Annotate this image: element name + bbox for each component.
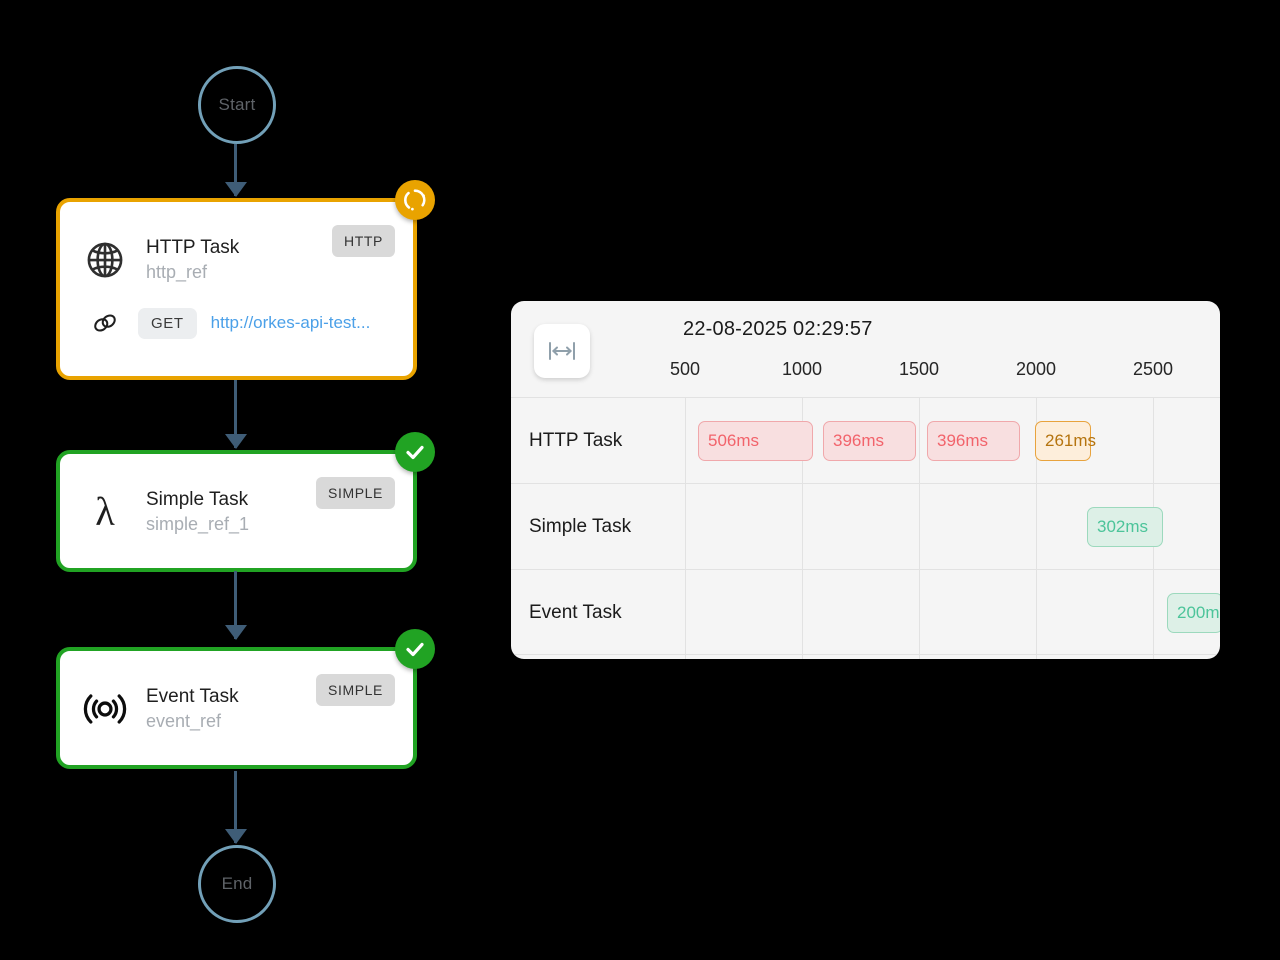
end-node-label: End xyxy=(221,874,253,893)
timeline-gridline xyxy=(802,397,803,659)
task-node-http-url-row: GET http://orkes-api-test... xyxy=(60,298,413,340)
timeline-row-label: Event Task xyxy=(529,601,622,623)
task-type-badge: SIMPLE xyxy=(316,674,395,706)
task-type-badge: SIMPLE xyxy=(316,477,395,509)
edge-simple-to-event xyxy=(224,571,247,640)
task-title: Event Task xyxy=(146,685,239,707)
status-badge-spinner-icon xyxy=(395,180,435,220)
end-node[interactable]: End xyxy=(198,845,276,923)
task-node-simple-titles: Simple Task simple_ref_1 xyxy=(146,488,316,537)
lambda-icon: λ xyxy=(78,485,132,539)
axis-tick-label: 500 xyxy=(669,359,701,379)
arrow-head-icon xyxy=(224,182,247,197)
axis-tick-label: 1500 xyxy=(898,359,940,379)
edge-event-to-end xyxy=(224,771,247,844)
task-title: Simple Task xyxy=(146,488,249,510)
task-node-simple[interactable]: λ Simple Task simple_ref_1 SIMPLE xyxy=(56,432,435,572)
timeline-row: Simple Task 302ms xyxy=(511,483,1220,569)
broadcast-icon xyxy=(78,682,132,736)
task-ref: simple_ref_1 xyxy=(146,513,250,534)
arrow-head-icon xyxy=(224,829,247,844)
task-type-badge: HTTP xyxy=(332,225,395,257)
edge-start-to-http xyxy=(224,144,247,197)
timeline-bar[interactable]: 396ms xyxy=(823,420,916,461)
status-badge-check-icon xyxy=(395,432,435,472)
timeline-axis-ticks: 500 1000 1500 2000 2500 xyxy=(670,359,1220,389)
task-node-http-main: HTTP Task http_ref HTTP xyxy=(60,202,413,298)
task-node-http[interactable]: HTTP Task http_ref HTTP GET http://orkes… xyxy=(56,180,435,380)
edge-http-to-simple xyxy=(224,380,247,449)
timeline-bar[interactable]: 200ms xyxy=(1167,592,1220,633)
timeline-bar[interactable]: 302ms xyxy=(1087,506,1163,547)
timeline-gridline xyxy=(919,397,920,659)
axis-tick-label: 2000 xyxy=(1015,359,1057,379)
timeline-row-label: HTTP Task xyxy=(529,429,623,451)
task-node-simple-main: λ Simple Task simple_ref_1 SIMPLE xyxy=(60,454,413,550)
task-node-event[interactable]: Event Task event_ref SIMPLE xyxy=(56,629,435,769)
timeline-timestamp: 22-08-2025 02:29:57 xyxy=(683,318,873,340)
task-ref: event_ref xyxy=(146,710,222,731)
axis-tick-label: 2500 xyxy=(1132,359,1174,379)
timeline-row-separator xyxy=(511,654,1220,655)
horizontal-resize-icon[interactable] xyxy=(534,324,590,378)
timeline-gridline xyxy=(685,397,686,659)
task-node-event-titles: Event Task event_ref xyxy=(146,685,316,734)
timeline-gridline xyxy=(1036,397,1037,659)
link-icon xyxy=(78,306,132,340)
task-node-http-titles: HTTP Task http_ref xyxy=(146,236,332,285)
arrow-head-icon xyxy=(224,434,247,449)
timeline-bar[interactable]: 261ms xyxy=(1035,420,1096,461)
timeline-header: 22-08-2025 02:29:57 500 1000 1500 2000 2500 xyxy=(511,301,1220,397)
http-method-badge: GET xyxy=(138,307,197,339)
axis-tick-label: 1000 xyxy=(781,359,823,379)
task-ref: http_ref xyxy=(146,261,208,282)
globe-icon xyxy=(78,233,132,287)
arrow-head-icon xyxy=(224,625,247,640)
task-node-event-main: Event Task event_ref SIMPLE xyxy=(60,651,413,747)
start-node[interactable]: Start xyxy=(198,66,276,144)
timeline-bar[interactable]: 396ms xyxy=(927,420,1020,461)
status-badge-check-icon xyxy=(395,629,435,669)
http-url-link[interactable]: http://orkes-api-test... xyxy=(210,313,371,332)
svg-text:λ: λ xyxy=(95,490,115,534)
timeline-bar[interactable]: 506ms xyxy=(698,420,813,461)
start-node-label: Start xyxy=(218,95,256,114)
timeline-row: Event Task 200ms xyxy=(511,569,1220,655)
timeline-row-label: Simple Task xyxy=(529,515,632,537)
task-title: HTTP Task xyxy=(146,236,240,258)
